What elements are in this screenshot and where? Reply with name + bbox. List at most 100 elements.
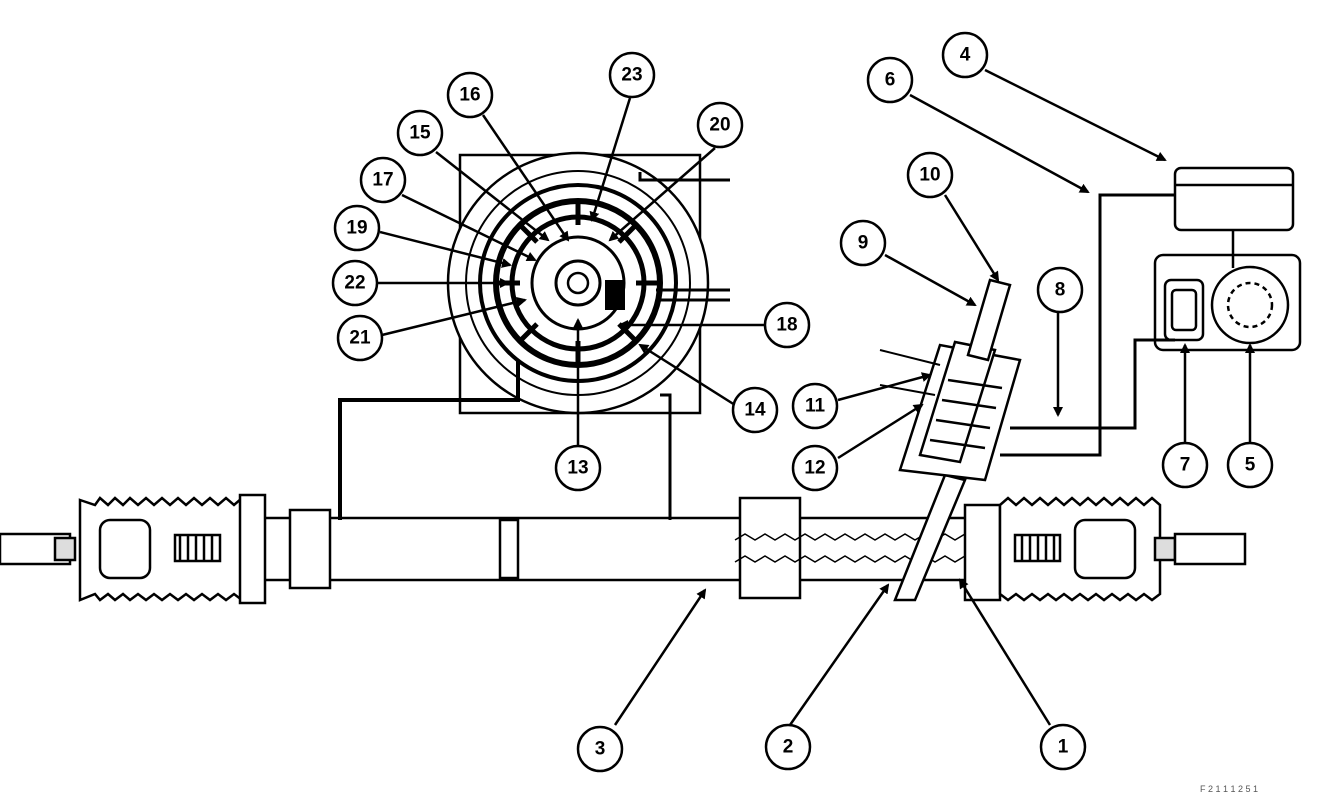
piston bbox=[498, 518, 520, 580]
callout-number: 19 bbox=[346, 218, 367, 239]
callout-circle bbox=[764, 723, 812, 771]
callout-number: 12 bbox=[804, 458, 825, 479]
callout-number: 16 bbox=[459, 85, 480, 106]
callout-circle bbox=[1036, 266, 1084, 314]
callout-circle bbox=[608, 51, 656, 99]
callout-circle bbox=[791, 382, 839, 430]
callout-9: 9 bbox=[839, 219, 887, 267]
leader-23 bbox=[589, 97, 632, 222]
callout-10: 10 bbox=[906, 151, 954, 199]
callout-21: 21 bbox=[336, 314, 384, 362]
callout-number: 10 bbox=[919, 165, 940, 186]
reference-code: F 2 1 1 1 2 5 1 bbox=[1200, 784, 1258, 794]
callout-23: 23 bbox=[608, 51, 656, 99]
callout-circle bbox=[333, 204, 381, 252]
callout-2: 2 bbox=[764, 723, 812, 771]
callout-circle bbox=[331, 259, 379, 307]
leader-20 bbox=[608, 147, 716, 242]
callout-number: 21 bbox=[349, 328, 371, 349]
cylinder-feed-lines bbox=[338, 360, 672, 520]
callout-11: 11 bbox=[791, 382, 839, 430]
tie-rod-end-nut-right bbox=[1153, 536, 1177, 562]
cylinder-end bbox=[238, 493, 267, 605]
callout-19: 19 bbox=[333, 204, 381, 252]
leader-17 bbox=[401, 193, 537, 262]
callout-circle bbox=[763, 301, 811, 349]
leader-6 bbox=[909, 93, 1090, 194]
leader-2 bbox=[788, 583, 890, 726]
callout-18: 18 bbox=[763, 301, 811, 349]
callout-circle bbox=[866, 56, 914, 104]
callout-number: 6 bbox=[885, 70, 896, 91]
callout-number: 5 bbox=[1245, 455, 1256, 476]
tie-rod-end-nut-left bbox=[53, 536, 77, 562]
callout-17: 17 bbox=[359, 156, 407, 204]
callout-circle bbox=[336, 314, 384, 362]
callout-6: 6 bbox=[866, 56, 914, 104]
callout-circle bbox=[1039, 723, 1087, 771]
housing-collar-mid bbox=[738, 496, 802, 600]
callout-13: 13 bbox=[554, 444, 602, 492]
callout-16: 16 bbox=[446, 71, 494, 119]
callout-1: 1 bbox=[1039, 723, 1087, 771]
leader-12 bbox=[837, 403, 924, 460]
leader-11 bbox=[837, 372, 932, 402]
rack-assembly bbox=[0, 493, 1247, 605]
ball-joint-left bbox=[98, 518, 152, 580]
callout-number: 2 bbox=[783, 737, 794, 758]
leader-4 bbox=[984, 68, 1167, 162]
callout-number: 23 bbox=[621, 65, 642, 86]
callout-5: 5 bbox=[1226, 441, 1274, 489]
callout-circle bbox=[1226, 441, 1274, 489]
leader-1 bbox=[958, 578, 1052, 726]
callout-20: 20 bbox=[696, 101, 744, 149]
callout-4: 4 bbox=[941, 31, 989, 79]
callout-7: 7 bbox=[1161, 441, 1209, 489]
leader-16 bbox=[481, 114, 570, 242]
leader-lines bbox=[377, 68, 1255, 726]
port-line-upper bbox=[638, 172, 730, 182]
callout-circle bbox=[696, 101, 744, 149]
housing-collar-left bbox=[288, 508, 332, 590]
ball-joint-right bbox=[1073, 518, 1137, 580]
fluid-reservoir bbox=[1173, 166, 1295, 232]
callout-3: 3 bbox=[576, 725, 624, 773]
callout-circle bbox=[576, 725, 624, 773]
leader-15 bbox=[435, 151, 550, 242]
callout-circle bbox=[906, 151, 954, 199]
callout-number: 4 bbox=[960, 45, 971, 66]
callout-number: 3 bbox=[595, 739, 606, 760]
callout-circle bbox=[446, 71, 494, 119]
callout-14: 14 bbox=[731, 386, 779, 434]
callout-number: 1 bbox=[1058, 737, 1069, 758]
tie-rod-right bbox=[1173, 532, 1247, 566]
housing-collar-right bbox=[963, 503, 1002, 602]
input-shaft bbox=[966, 278, 1012, 362]
port-line-mid bbox=[656, 288, 730, 302]
callout-number: 9 bbox=[858, 233, 869, 254]
rack-teeth bbox=[734, 533, 996, 563]
callout-15: 15 bbox=[396, 109, 444, 157]
leader-19 bbox=[379, 230, 512, 268]
callout-number: 20 bbox=[709, 115, 730, 136]
leader-10 bbox=[943, 194, 1000, 282]
leader-14 bbox=[638, 343, 736, 407]
callout-number: 13 bbox=[567, 458, 588, 479]
callout-number: 11 bbox=[805, 396, 826, 417]
callout-8: 8 bbox=[1036, 266, 1084, 314]
callout-circle bbox=[554, 444, 602, 492]
pump-reservoir-assembly bbox=[1153, 166, 1302, 352]
callout-circle bbox=[1161, 441, 1209, 489]
callout-number: 18 bbox=[776, 315, 797, 336]
leader-9 bbox=[884, 253, 977, 307]
callout-number: 22 bbox=[344, 273, 365, 294]
callout-circle bbox=[731, 386, 779, 434]
callout-number: 15 bbox=[409, 123, 431, 144]
callout-12: 12 bbox=[791, 444, 839, 492]
callout-circle bbox=[839, 219, 887, 267]
leader-3 bbox=[613, 588, 707, 726]
rack-housing bbox=[248, 516, 1002, 582]
callout-22: 22 bbox=[331, 259, 379, 307]
